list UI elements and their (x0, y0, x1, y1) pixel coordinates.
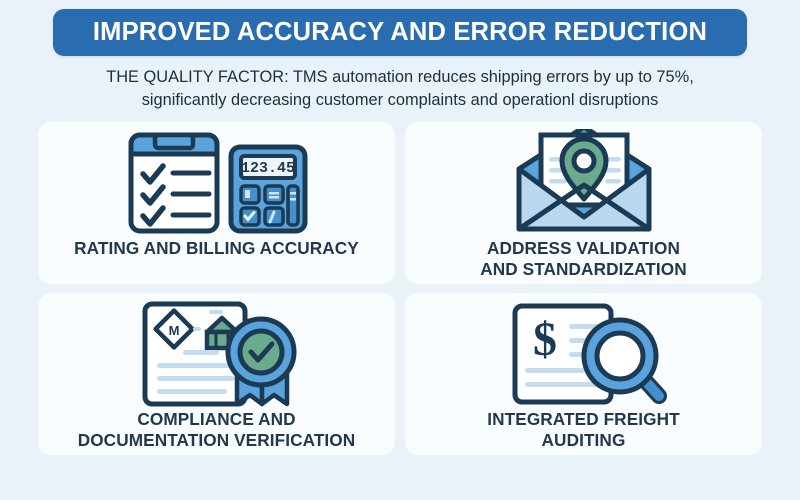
card-label-line2: AUDITING (541, 430, 626, 450)
invoice-magnifier-icon: $ (489, 299, 679, 409)
card-label-line2: AND STANDARDIZATION (480, 259, 687, 279)
card-address-validation[interactable]: ADDRESS VALIDATION AND STANDARDIZATION (405, 122, 762, 284)
card-integrated-freight-auditing[interactable]: $ INTEGRATED FREIGHT (405, 293, 762, 455)
card-label-line1: RATING AND BILLING ACCURACY (74, 238, 359, 258)
document-mark-letter: M (168, 323, 179, 338)
envelope-location-pin-icon (489, 128, 679, 238)
feature-card-grid: 123.45 RATING A (38, 122, 762, 455)
card-label-rating-and-billing-accuracy: RATING AND BILLING ACCURACY (66, 238, 367, 259)
calculator-display: 123.45 (240, 160, 294, 177)
card-label-compliance-documentation: COMPLIANCE AND DOCUMENTATION VERIFICATIO… (70, 409, 364, 451)
card-label-address-validation: ADDRESS VALIDATION AND STANDARDIZATION (472, 238, 695, 280)
page-title: IMPROVED ACCURACY AND ERROR REDUCTION (92, 18, 708, 46)
subtitle-text: THE QUALITY FACTOR: TMS automation reduc… (106, 68, 694, 109)
card-label-line2: DOCUMENTATION VERIFICATION (77, 430, 356, 450)
card-label-line1: COMPLIANCE AND (137, 409, 296, 429)
card-rating-and-billing-accuracy[interactable]: 123.45 RATING A (38, 122, 395, 284)
currency-symbol: $ (533, 313, 557, 366)
card-compliance-documentation[interactable]: M (38, 293, 395, 455)
header-banner: IMPROVED ACCURACY AND ERROR REDUCTION (53, 9, 747, 56)
clipboard-checklist-calculator-icon: 123.45 (117, 128, 317, 238)
card-label-line1: ADDRESS VALIDATION (486, 238, 681, 258)
card-label-integrated-freight-auditing: INTEGRATED FREIGHT AUDITING (479, 409, 687, 451)
certificate-ribbon-document-icon: M (117, 299, 317, 409)
card-label-line1: INTEGRATED FREIGHT (487, 409, 680, 429)
